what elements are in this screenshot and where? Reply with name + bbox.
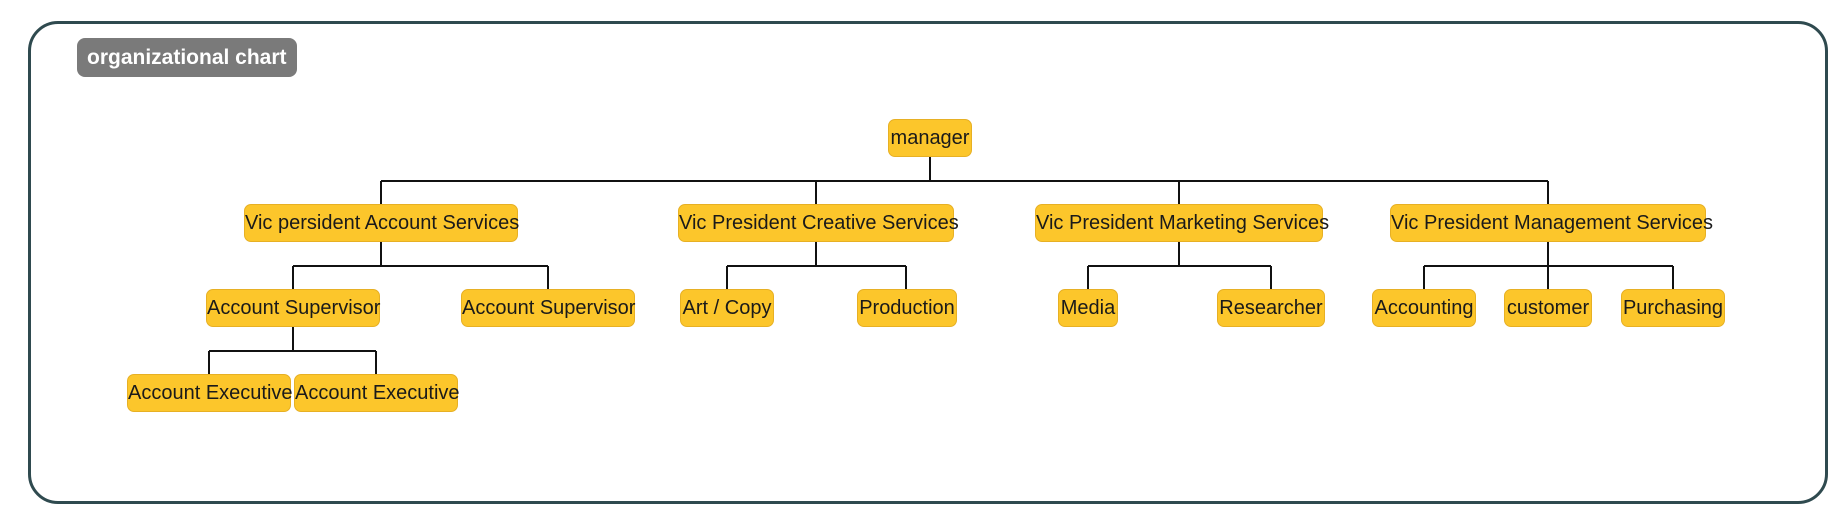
node-account-executive[interactable]: Account Executive [294,374,460,412]
diagram-frame [28,21,1828,504]
node-vp-management-services[interactable]: Vic President Management Services [1390,204,1713,242]
node-vp-account-services[interactable]: Vic persident Account Services [244,204,519,242]
node-production[interactable]: Production [857,289,957,327]
node-manager[interactable]: manager [888,119,972,157]
node-researcher[interactable]: Researcher [1217,289,1325,327]
node-customer[interactable]: customer [1504,289,1592,327]
node-vp-creative-services[interactable]: Vic President Creative Services [678,204,959,242]
node-accounting[interactable]: Accounting [1372,289,1476,327]
node-art-copy[interactable]: Art / Copy [680,289,774,327]
node-purchasing[interactable]: Purchasing [1621,289,1725,327]
node-media[interactable]: Media [1058,289,1118,327]
node-vp-marketing-services[interactable]: Vic President Marketing Services [1035,204,1329,242]
chart-title: organizational chart [77,38,297,77]
node-account-executive[interactable]: Account Executive [127,374,293,412]
node-account-supervisor[interactable]: Account Supervisor [461,289,635,327]
node-account-supervisor[interactable]: Account Supervisor [206,289,380,327]
